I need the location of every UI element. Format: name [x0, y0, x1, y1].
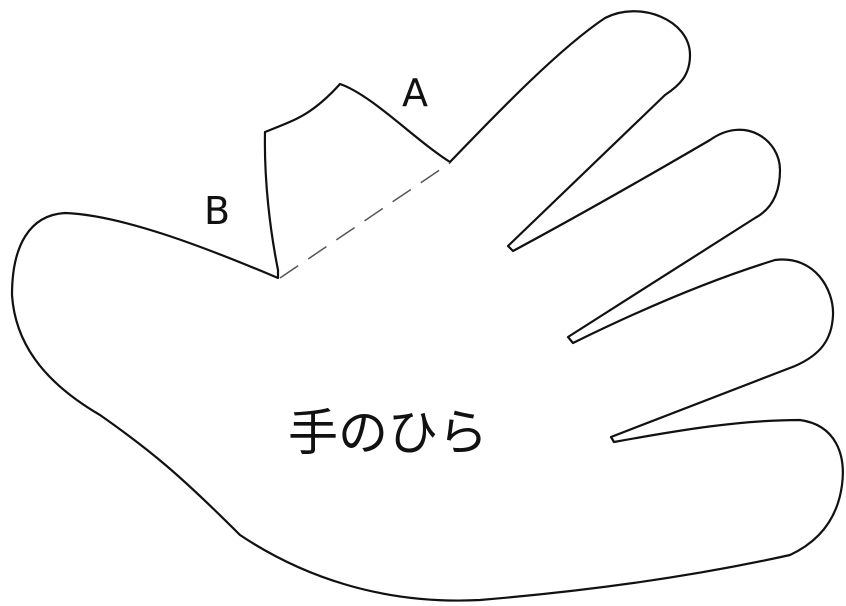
palm-title: 手のひら [288, 404, 488, 462]
label-b: B [204, 189, 230, 233]
label-a: A [402, 71, 428, 115]
